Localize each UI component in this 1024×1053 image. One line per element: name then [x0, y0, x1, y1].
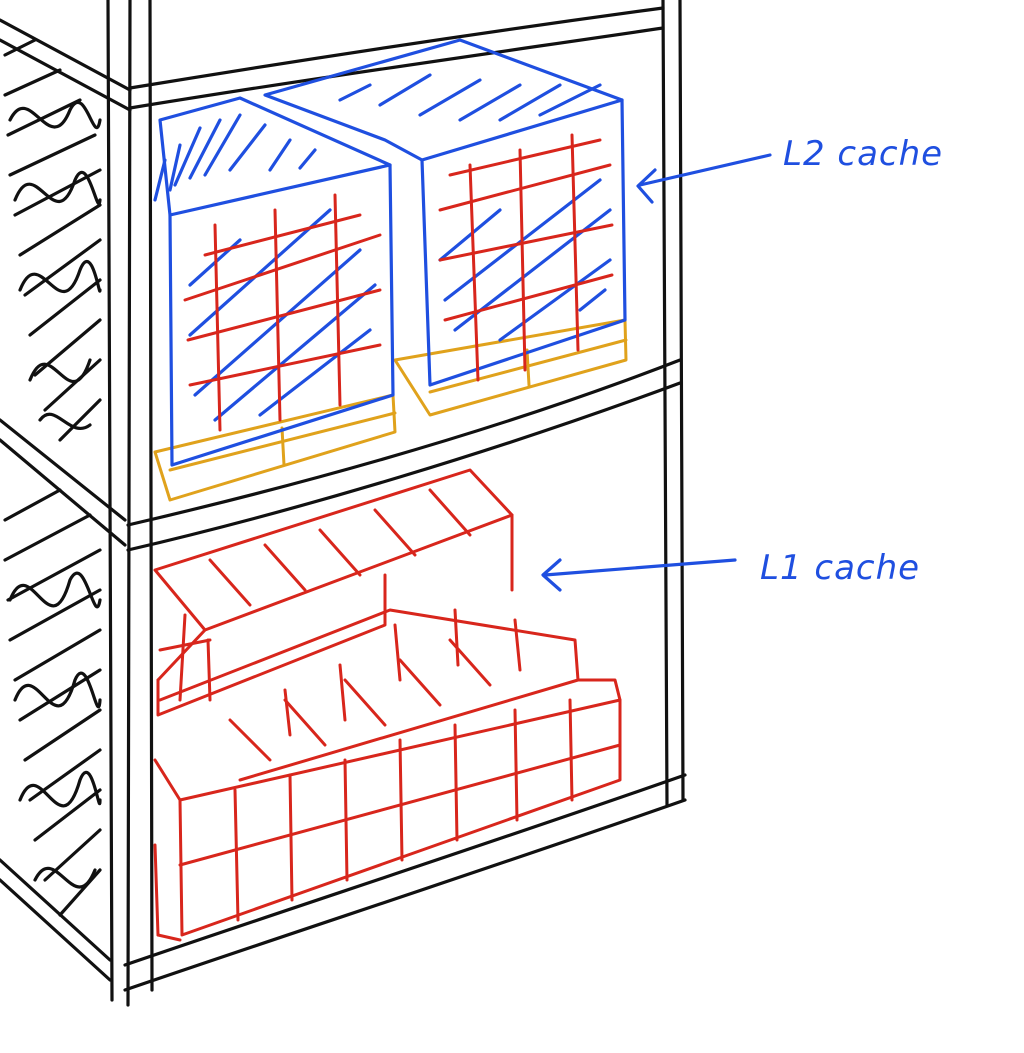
l2-pallets [153, 318, 628, 502]
l2-box-left [153, 96, 395, 467]
side-panel-scribble-upper [3, 38, 102, 442]
l1-bricks [153, 468, 622, 942]
l2-box-right [263, 38, 627, 387]
shelf-frame [106, 0, 687, 1007]
arrow-left-icon [541, 558, 737, 592]
l1-cache-label: L1 cache [760, 548, 921, 588]
side-panel-edges [0, 18, 132, 982]
l2-cache-label: L2 cache [783, 134, 944, 174]
arrow-left-icon [636, 153, 772, 204]
side-panel-scribble-lower [3, 488, 102, 917]
